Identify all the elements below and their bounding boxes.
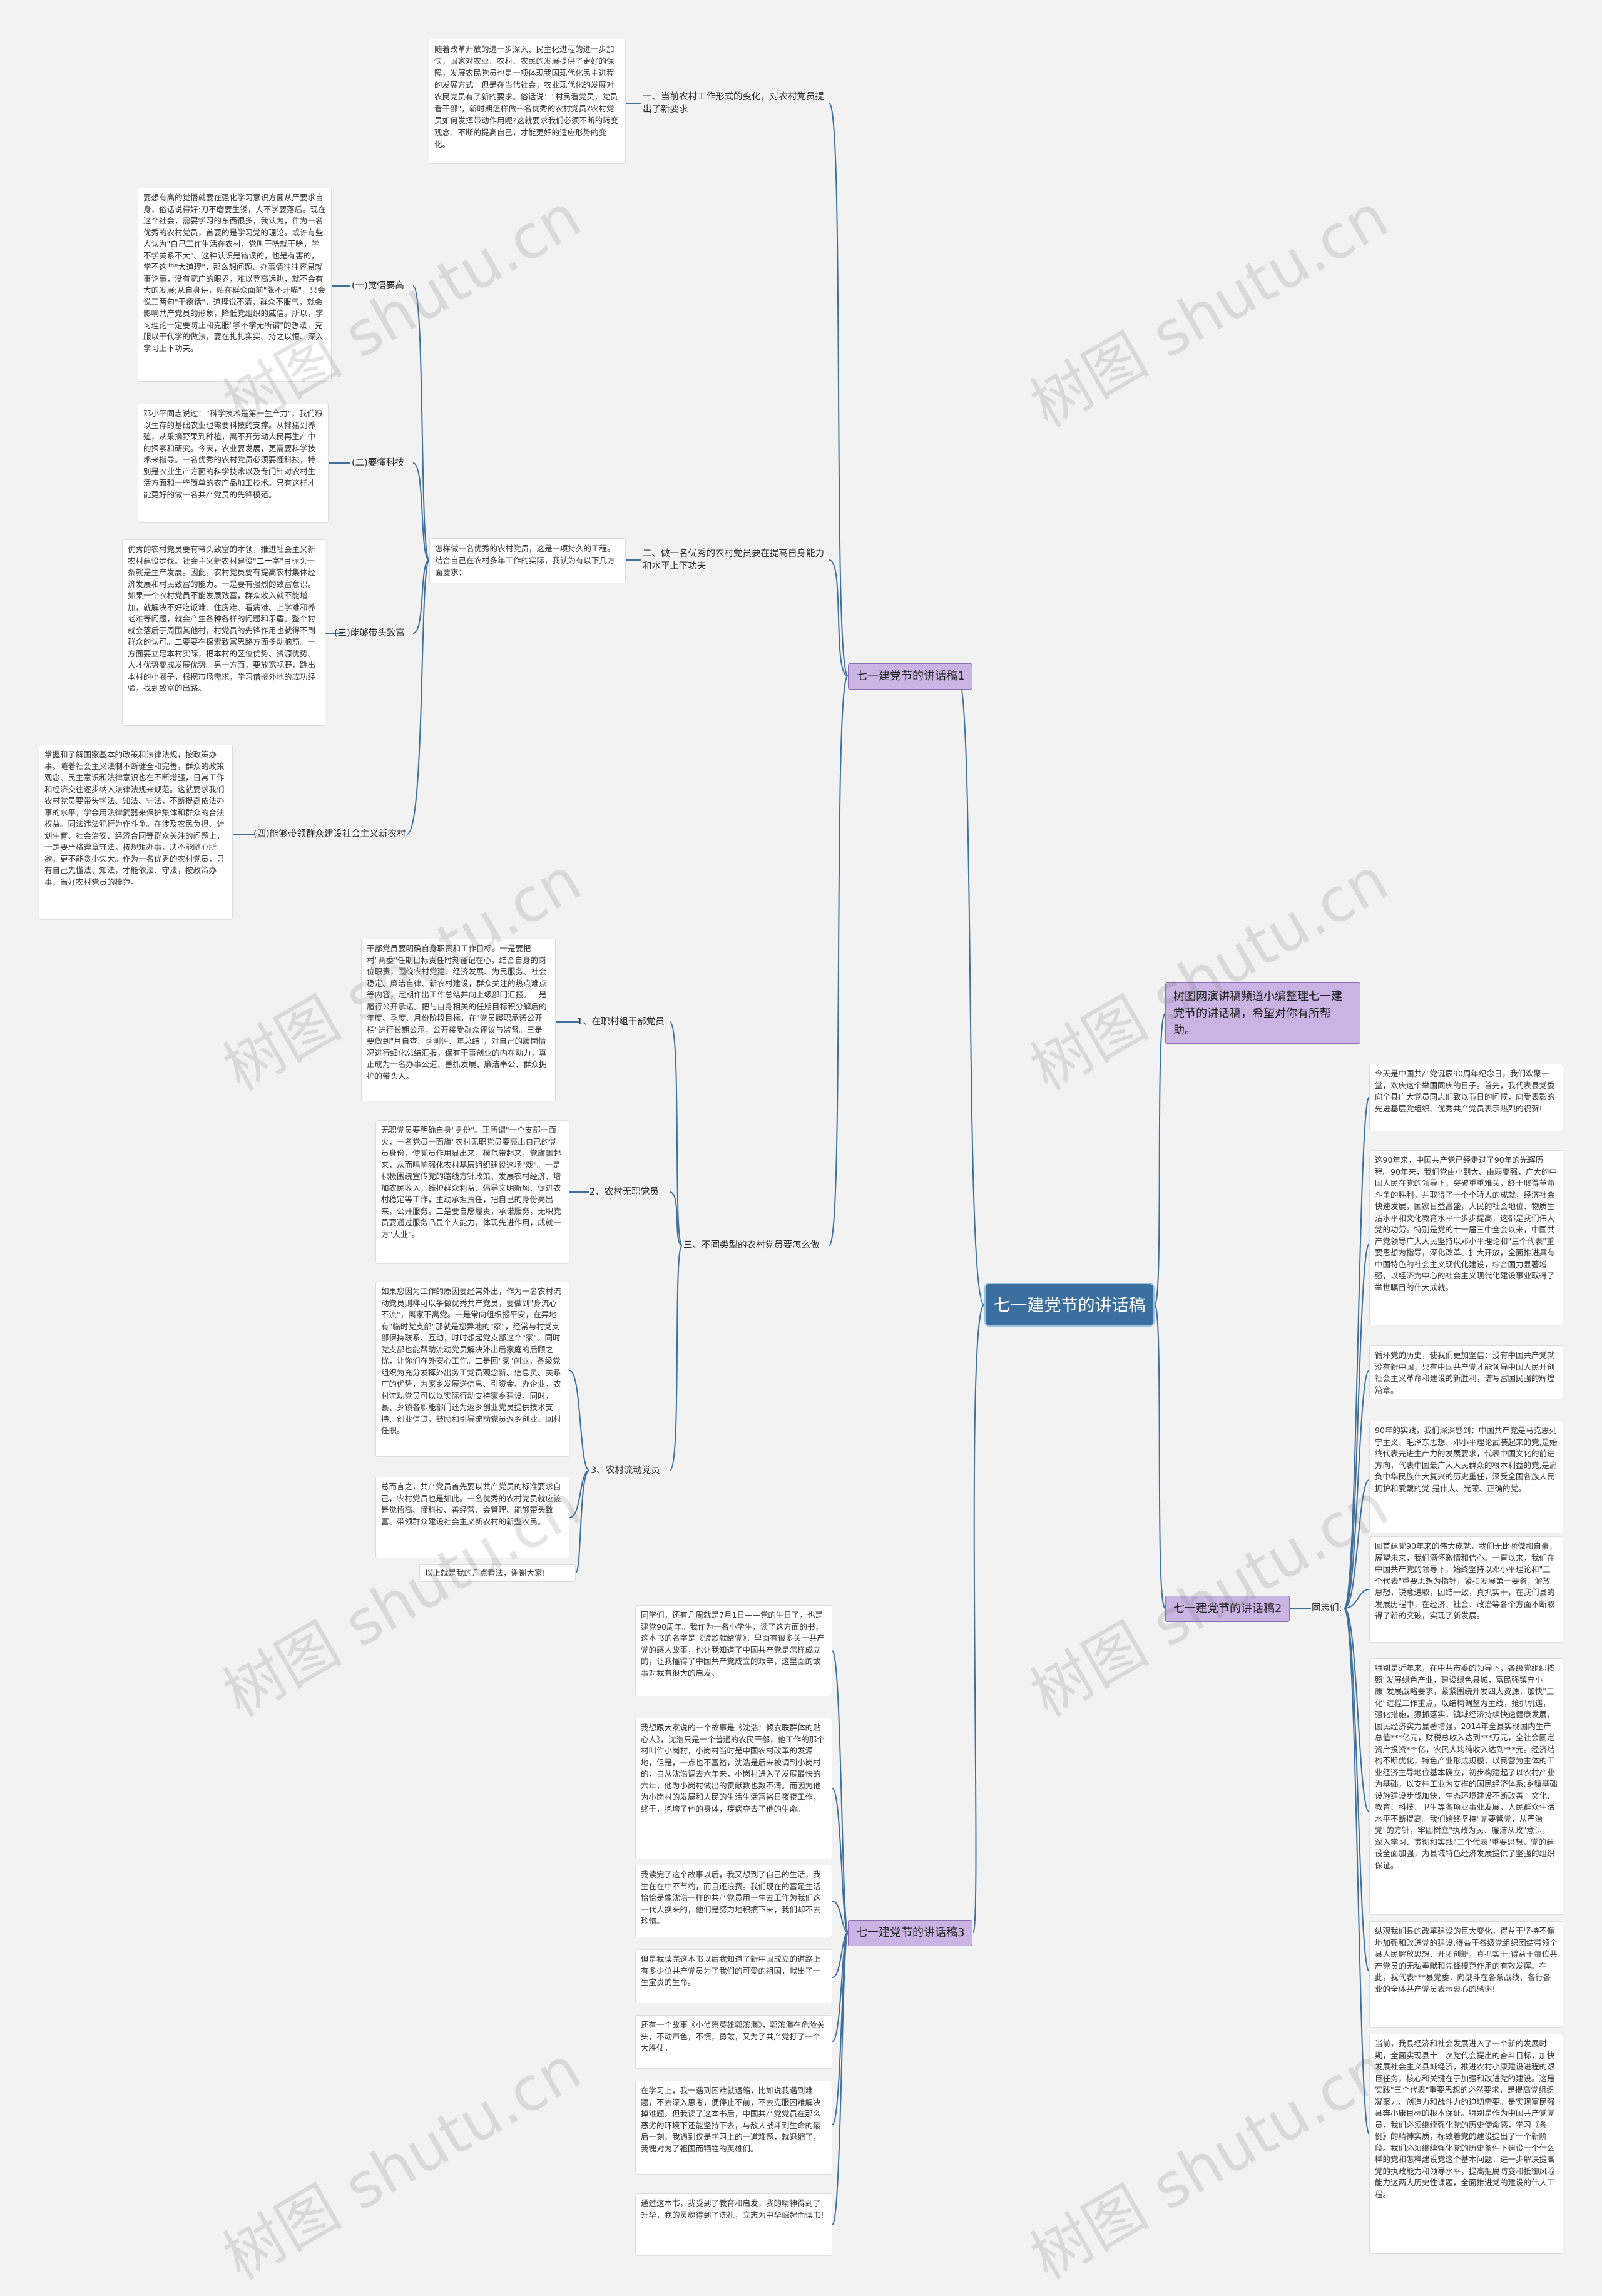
edge-root-intro: [1154, 1013, 1166, 1305]
child-text[interactable]: 以上就是我的几点看法，谢谢大家!: [419, 1564, 576, 1582]
paragraph-node[interactable]: 循环党的历史，使我们更加坚信：没有中国共产党就没有新中国，只有中国共产党才能领导…: [1369, 1345, 1563, 1399]
branch-speech-2[interactable]: 七一建党节的讲话稿2: [1165, 1596, 1290, 1622]
paragraph-node[interactable]: 这90年来，中国共产党已经走过了90年的光辉历程。90年来，我们党由小到大、由弱…: [1369, 1150, 1563, 1325]
edge-b1-s1: [829, 103, 849, 676]
child-label[interactable]: (四)能够带领群众建设社会主义新农村: [253, 829, 406, 839]
paragraph-node[interactable]: 但是我读完这本书以后我知道了新中国成立的道路上有多少位共产党员为了我们的可爱的祖…: [635, 1949, 832, 2003]
paragraph-node[interactable]: 特别是近年来，在中共市委的领导下，各级党组织按照"发展绿色产业，建设绿色县城，富…: [1369, 1658, 1563, 1915]
child-label[interactable]: 1、在职村组干部党员: [577, 1017, 665, 1027]
paragraph-node[interactable]: 回首建党90年来的伟大成就，我们无比骄傲和自豪，展望未来，我们满怀激情和信心。一…: [1369, 1536, 1563, 1643]
paragraph-node[interactable]: 当前，我县经济和社会发展进入了一个新的发展时期，全面实现县十二次党代会提出的奋斗…: [1369, 2034, 1563, 2254]
section-label[interactable]: 三、不同类型的农村党员要怎么做: [683, 1240, 820, 1250]
section-label[interactable]: 一、当前农村工作形式的变化，对农村党员提出了新要求: [643, 92, 824, 115]
paragraph-node[interactable]: 90年的实践，我们深深感到：中国共产党是马克思列宁主义、毛泽东思想、邓小平理论武…: [1369, 1421, 1563, 1533]
intro-node[interactable]: 树图网演讲稿频道小编整理七一建党节的讲话稿，希望对你有所帮助。: [1165, 982, 1360, 1044]
child-text[interactable]: 邓小平同志说过："科学技术是第一生产力"，我们粮以生存的基础农业也需要科技的支撑…: [138, 404, 329, 523]
child-label[interactable]: 3、农村流动党员: [591, 1466, 660, 1476]
root-topic[interactable]: 七一建党节的讲话稿: [984, 1283, 1155, 1327]
paragraph-node[interactable]: 在学习上，我一遇到困难就退缩，比如说我遇到难题，不去深入思考，便停止不前，不去克…: [635, 2081, 832, 2175]
child-label[interactable]: (一)觉悟要高: [352, 281, 404, 291]
child-text[interactable]: 无职党员要明确自身"身份"。正所谓"一个支部一面火，一名党员一面旗"农村无职党员…: [375, 1120, 569, 1264]
branch-speech-1[interactable]: 七一建党节的讲话稿1: [848, 663, 973, 690]
paragraph-node[interactable]: 今天是中国共产党诞辰90周年纪念日，我们欢聚一堂，欢庆这个举国同庆的日子。首先，…: [1369, 1064, 1563, 1131]
child-text[interactable]: 如果您因为工作的原因要经常外出，作为一名农村流动党员则样可以争做优秀共产党员，要…: [375, 1282, 569, 1457]
paragraph-node[interactable]: 还有一个故事《小侦察英雄郭滨海》，郭滨海在危险关头，不动声色，不慌，勇敢，又为了…: [635, 2015, 832, 2069]
section-text[interactable]: 怎样做一名优秀的农村党员，这是一项持久的工程。结合自己在农村多年工作的实际，我认…: [429, 538, 626, 583]
hub-label[interactable]: 同志们:: [1312, 1603, 1342, 1613]
paragraph-node[interactable]: 纵观我们县的改革建设的巨大变化，得益于坚持不懈地加强和改进党的建设;得益于各级党…: [1369, 1921, 1563, 2028]
child-text[interactable]: 掌握和了解国家基本的政策和法律法规，按政策办事。随着社会主义法制不断健全和完善，…: [39, 745, 233, 920]
branch-speech-3[interactable]: 七一建党节的讲话稿3: [848, 1920, 973, 1946]
edge-b1-s3: [829, 675, 849, 1246]
paragraph-node[interactable]: 同学们，还有几周就是7月1日——党的生日了，也是建党90周年。我作为一名小学生，…: [635, 1605, 832, 1696]
section-label[interactable]: 二、做一名优秀的农村党员要在提高自身能力和水平上下功夫: [643, 549, 824, 571]
child-text[interactable]: 要想有高的觉悟就要在强化学习意识方面从严要求自身，俗话说得好:刀不磨要生锈，人不…: [138, 188, 332, 382]
paragraph-node[interactable]: 我读完了这个故事以后，我又想到了自己的生活，我生在在中不节约，而且还浪费。我们现…: [635, 1865, 832, 1937]
child-label[interactable]: (三)能够带头致富: [334, 628, 405, 638]
child-label[interactable]: 2、农村无职党员: [589, 1187, 659, 1197]
edge-b1-s2: [829, 559, 849, 676]
child-text[interactable]: 优秀的农村党员要有带头致富的本领，推进社会主义新农村建设步伐。社会主义新农村建设…: [122, 539, 325, 726]
section-text[interactable]: 随着改革开放的进一步深入、民主化进程的进一步加快，国家对农业、农村、农民的发展提…: [429, 39, 626, 164]
child-label[interactable]: (二)要懂科技: [352, 458, 404, 468]
child-text[interactable]: 总而言之，共产党员首先要以共产党员的标准要求自己，农村党员也是如此。一名优秀的农…: [375, 1477, 569, 1558]
edge-root-branch1: [957, 675, 985, 1305]
edge-root-branch3: [972, 1304, 985, 1933]
child-text[interactable]: 干部党员要明确自身职责和工作目标。一是要把村"两委"任期目标责任时刻谨记在心，结…: [361, 939, 556, 1101]
paragraph-node[interactable]: 我想跟大家说的一个故事是《沈浩：倾衣联群体的贴心人》，沈浩只是一个普通的农民干部…: [635, 1718, 832, 1859]
edge-root-branch2: [1154, 1304, 1166, 1609]
paragraph-node[interactable]: 通过这本书，我受到了教育和启发，我的精神得到了升华，我的灵魂得到了洗礼，立志为中…: [635, 2193, 832, 2256]
